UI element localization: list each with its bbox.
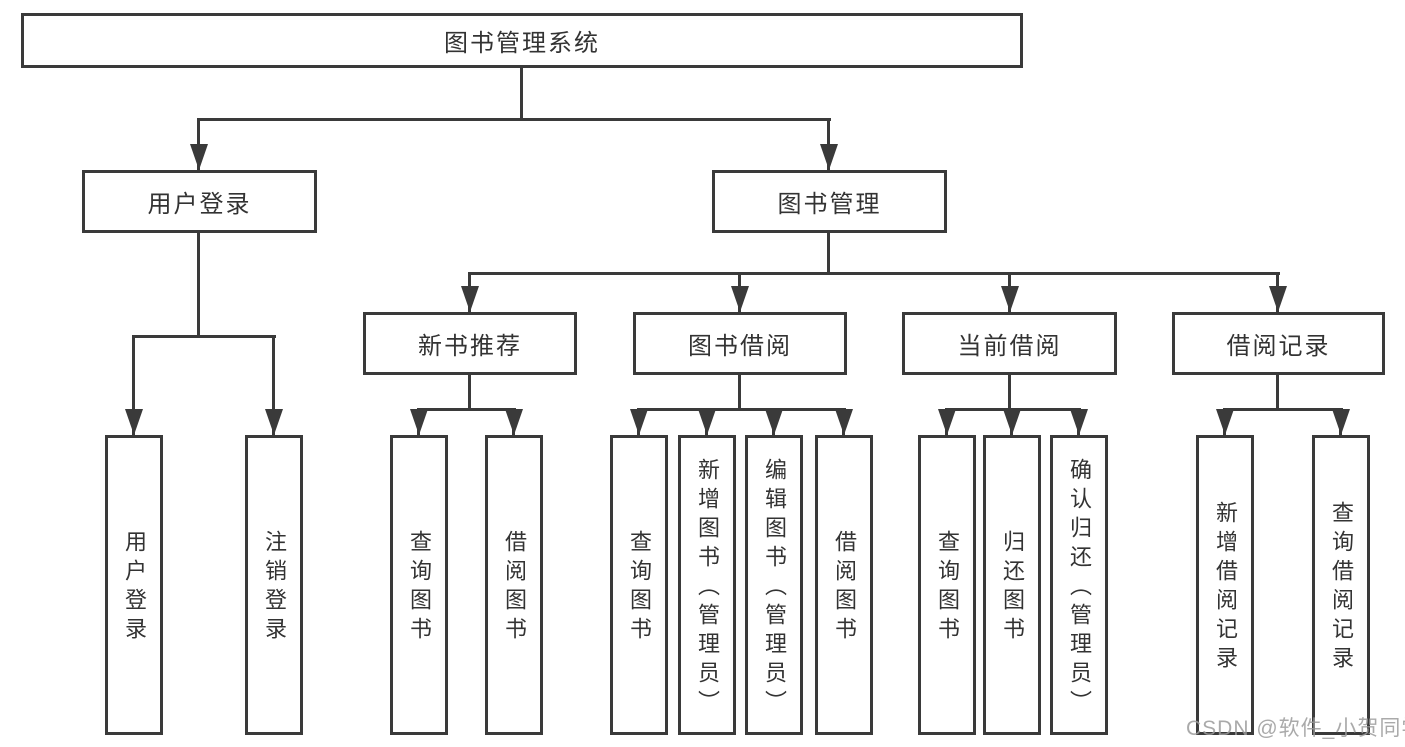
node-book-management: 图书管理 <box>712 170 947 233</box>
node-leaf-borrow-books-recommend: 借阅图书 <box>485 435 543 735</box>
arrowhead-down-icon <box>835 409 853 435</box>
connector-line-vertical <box>827 233 830 275</box>
node-leaf-query-books-current: 查询图书 <box>918 435 976 735</box>
arrowhead-down-icon <box>1269 286 1287 312</box>
arrowhead-down-icon <box>820 144 838 170</box>
node-leaf-query-books-recommend: 查询图书 <box>390 435 448 735</box>
arrowhead-down-icon <box>410 409 428 435</box>
connector-line-vertical <box>738 375 741 411</box>
node-leaf-logout: 注销登录 <box>245 435 303 735</box>
arrowhead-down-icon <box>1216 409 1234 435</box>
node-user-login: 用户登录 <box>82 170 317 233</box>
node-library-management-system: 图书管理系统 <box>21 13 1023 68</box>
arrowhead-down-icon <box>265 409 283 435</box>
watermark: CSDN @软件_小贺同学 <box>1186 717 1405 740</box>
node-book-borrowing: 图书借阅 <box>633 312 847 375</box>
connector-line-horizontal <box>637 408 846 411</box>
node-leaf-edit-books-admin: 编辑图书（管理员） <box>745 435 803 735</box>
connector-line-horizontal <box>132 335 276 338</box>
arrowhead-down-icon <box>505 409 523 435</box>
arrowhead-down-icon <box>1332 409 1350 435</box>
node-leaf-query-borrow-record: 查询借阅记录 <box>1312 435 1370 735</box>
node-leaf-confirm-return-admin: 确认归还（管理员） <box>1050 435 1108 735</box>
arrowhead-down-icon <box>938 409 956 435</box>
connector-line-vertical <box>272 335 275 435</box>
node-current-borrowing: 当前借阅 <box>902 312 1117 375</box>
connector-line-vertical <box>1276 375 1279 411</box>
connector-line-vertical <box>197 233 200 338</box>
arrowhead-down-icon <box>731 286 749 312</box>
node-leaf-add-books-admin: 新增图书（管理员） <box>678 435 736 735</box>
node-leaf-query-books-borrowing: 查询图书 <box>610 435 668 735</box>
node-borrowing-records: 借阅记录 <box>1172 312 1385 375</box>
arrowhead-down-icon <box>1003 409 1021 435</box>
connector-line-vertical <box>520 68 523 121</box>
connector-line-horizontal <box>1223 408 1343 411</box>
node-leaf-add-borrow-record: 新增借阅记录 <box>1196 435 1254 735</box>
node-new-book-recommendation: 新书推荐 <box>363 312 577 375</box>
connector-line-horizontal <box>197 118 831 121</box>
connector-line-vertical <box>1008 375 1011 411</box>
arrowhead-down-icon <box>765 409 783 435</box>
node-leaf-return-books: 归还图书 <box>983 435 1041 735</box>
connector-line-horizontal <box>417 408 516 411</box>
arrowhead-down-icon <box>190 144 208 170</box>
arrowhead-down-icon <box>125 409 143 435</box>
connector-line-vertical <box>468 375 471 411</box>
connector-line-vertical <box>132 335 135 435</box>
arrowhead-down-icon <box>461 286 479 312</box>
arrowhead-down-icon <box>1001 286 1019 312</box>
arrowhead-down-icon <box>698 409 716 435</box>
arrowhead-down-icon <box>630 409 648 435</box>
node-leaf-user-login: 用户登录 <box>105 435 163 735</box>
arrowhead-down-icon <box>1070 409 1088 435</box>
node-leaf-borrow-books: 借阅图书 <box>815 435 873 735</box>
connector-line-horizontal <box>468 272 1280 275</box>
